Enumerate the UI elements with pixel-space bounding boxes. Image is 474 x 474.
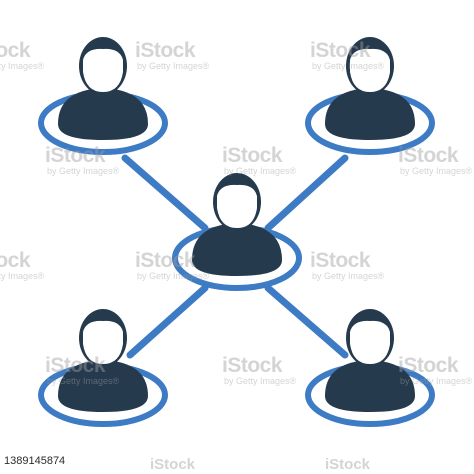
shoulders-icon [325, 360, 415, 412]
footer-watermark: iStock [325, 456, 371, 473]
shoulders-icon [58, 88, 148, 140]
connector-top-left [121, 154, 209, 232]
footer-strip [0, 452, 474, 474]
footer-watermark: iStock [150, 456, 196, 473]
person-node-center [172, 173, 302, 291]
face-icon [350, 320, 390, 364]
shoulders-icon [58, 360, 148, 412]
person-node-top-left [38, 37, 168, 155]
network-connectors [121, 154, 349, 359]
shoulders-icon [325, 88, 415, 140]
person-node-top-right [305, 37, 435, 155]
person-node-bottom-left [38, 309, 168, 427]
face-icon [83, 320, 123, 364]
connector-bottom-left [126, 284, 209, 359]
connector-top-right [264, 154, 349, 232]
person-node-bottom-right [305, 309, 435, 427]
connector-bottom-right [264, 284, 349, 359]
face-icon [350, 48, 390, 92]
shoulders-icon [192, 223, 282, 276]
face-icon [83, 48, 123, 92]
image-id-label: 1389145874 [4, 455, 66, 467]
face-icon [217, 184, 257, 228]
